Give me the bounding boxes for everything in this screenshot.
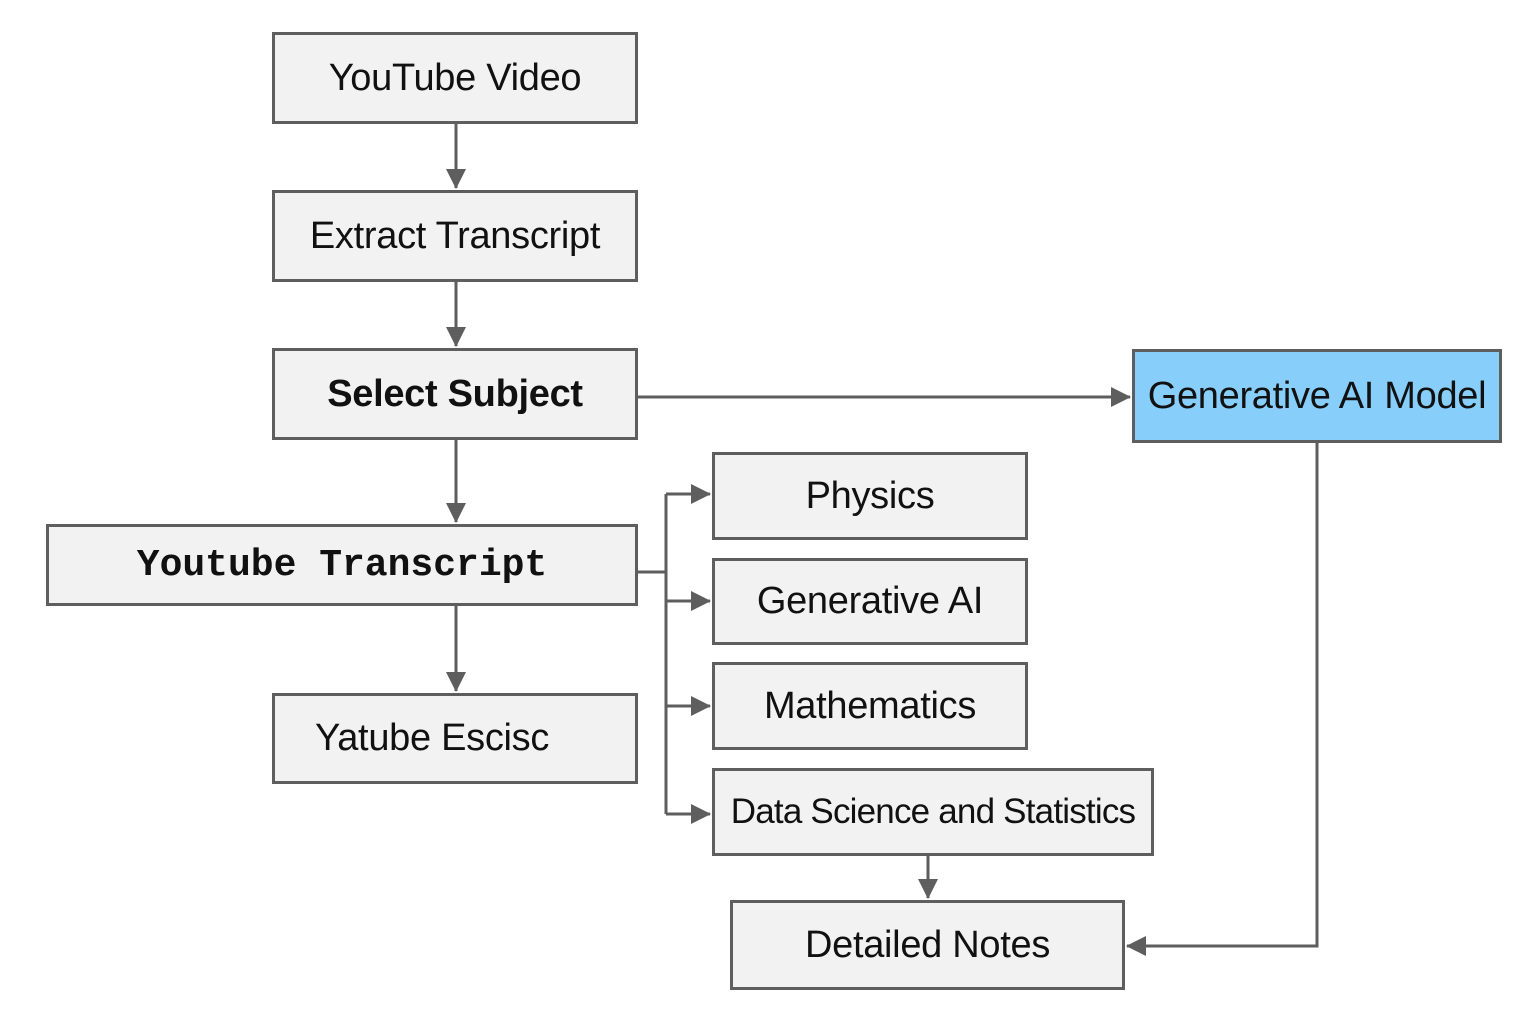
edge-generative-ai-model-to-detailed-notes [1126, 443, 1319, 956]
node-select-subject: Select Subject [272, 348, 638, 440]
node-mathematics: Mathematics [712, 662, 1028, 750]
node-physics: Physics [712, 452, 1028, 540]
node-youtube-video: YouTube Video [272, 32, 638, 124]
node-generative-ai: Generative AI [712, 558, 1028, 645]
node-youtube-transcript: Youtube Transcript [46, 524, 638, 606]
node-data-science-and-statistics: Data Science and Statistics [712, 768, 1154, 856]
node-yatube-escisc: Yatube Escisc [272, 693, 638, 784]
node-extract-transcript: Extract Transcript [272, 190, 638, 282]
node-detailed-notes: Detailed Notes [730, 900, 1125, 990]
node-generative-ai-model: Generative AI Model [1132, 349, 1502, 443]
